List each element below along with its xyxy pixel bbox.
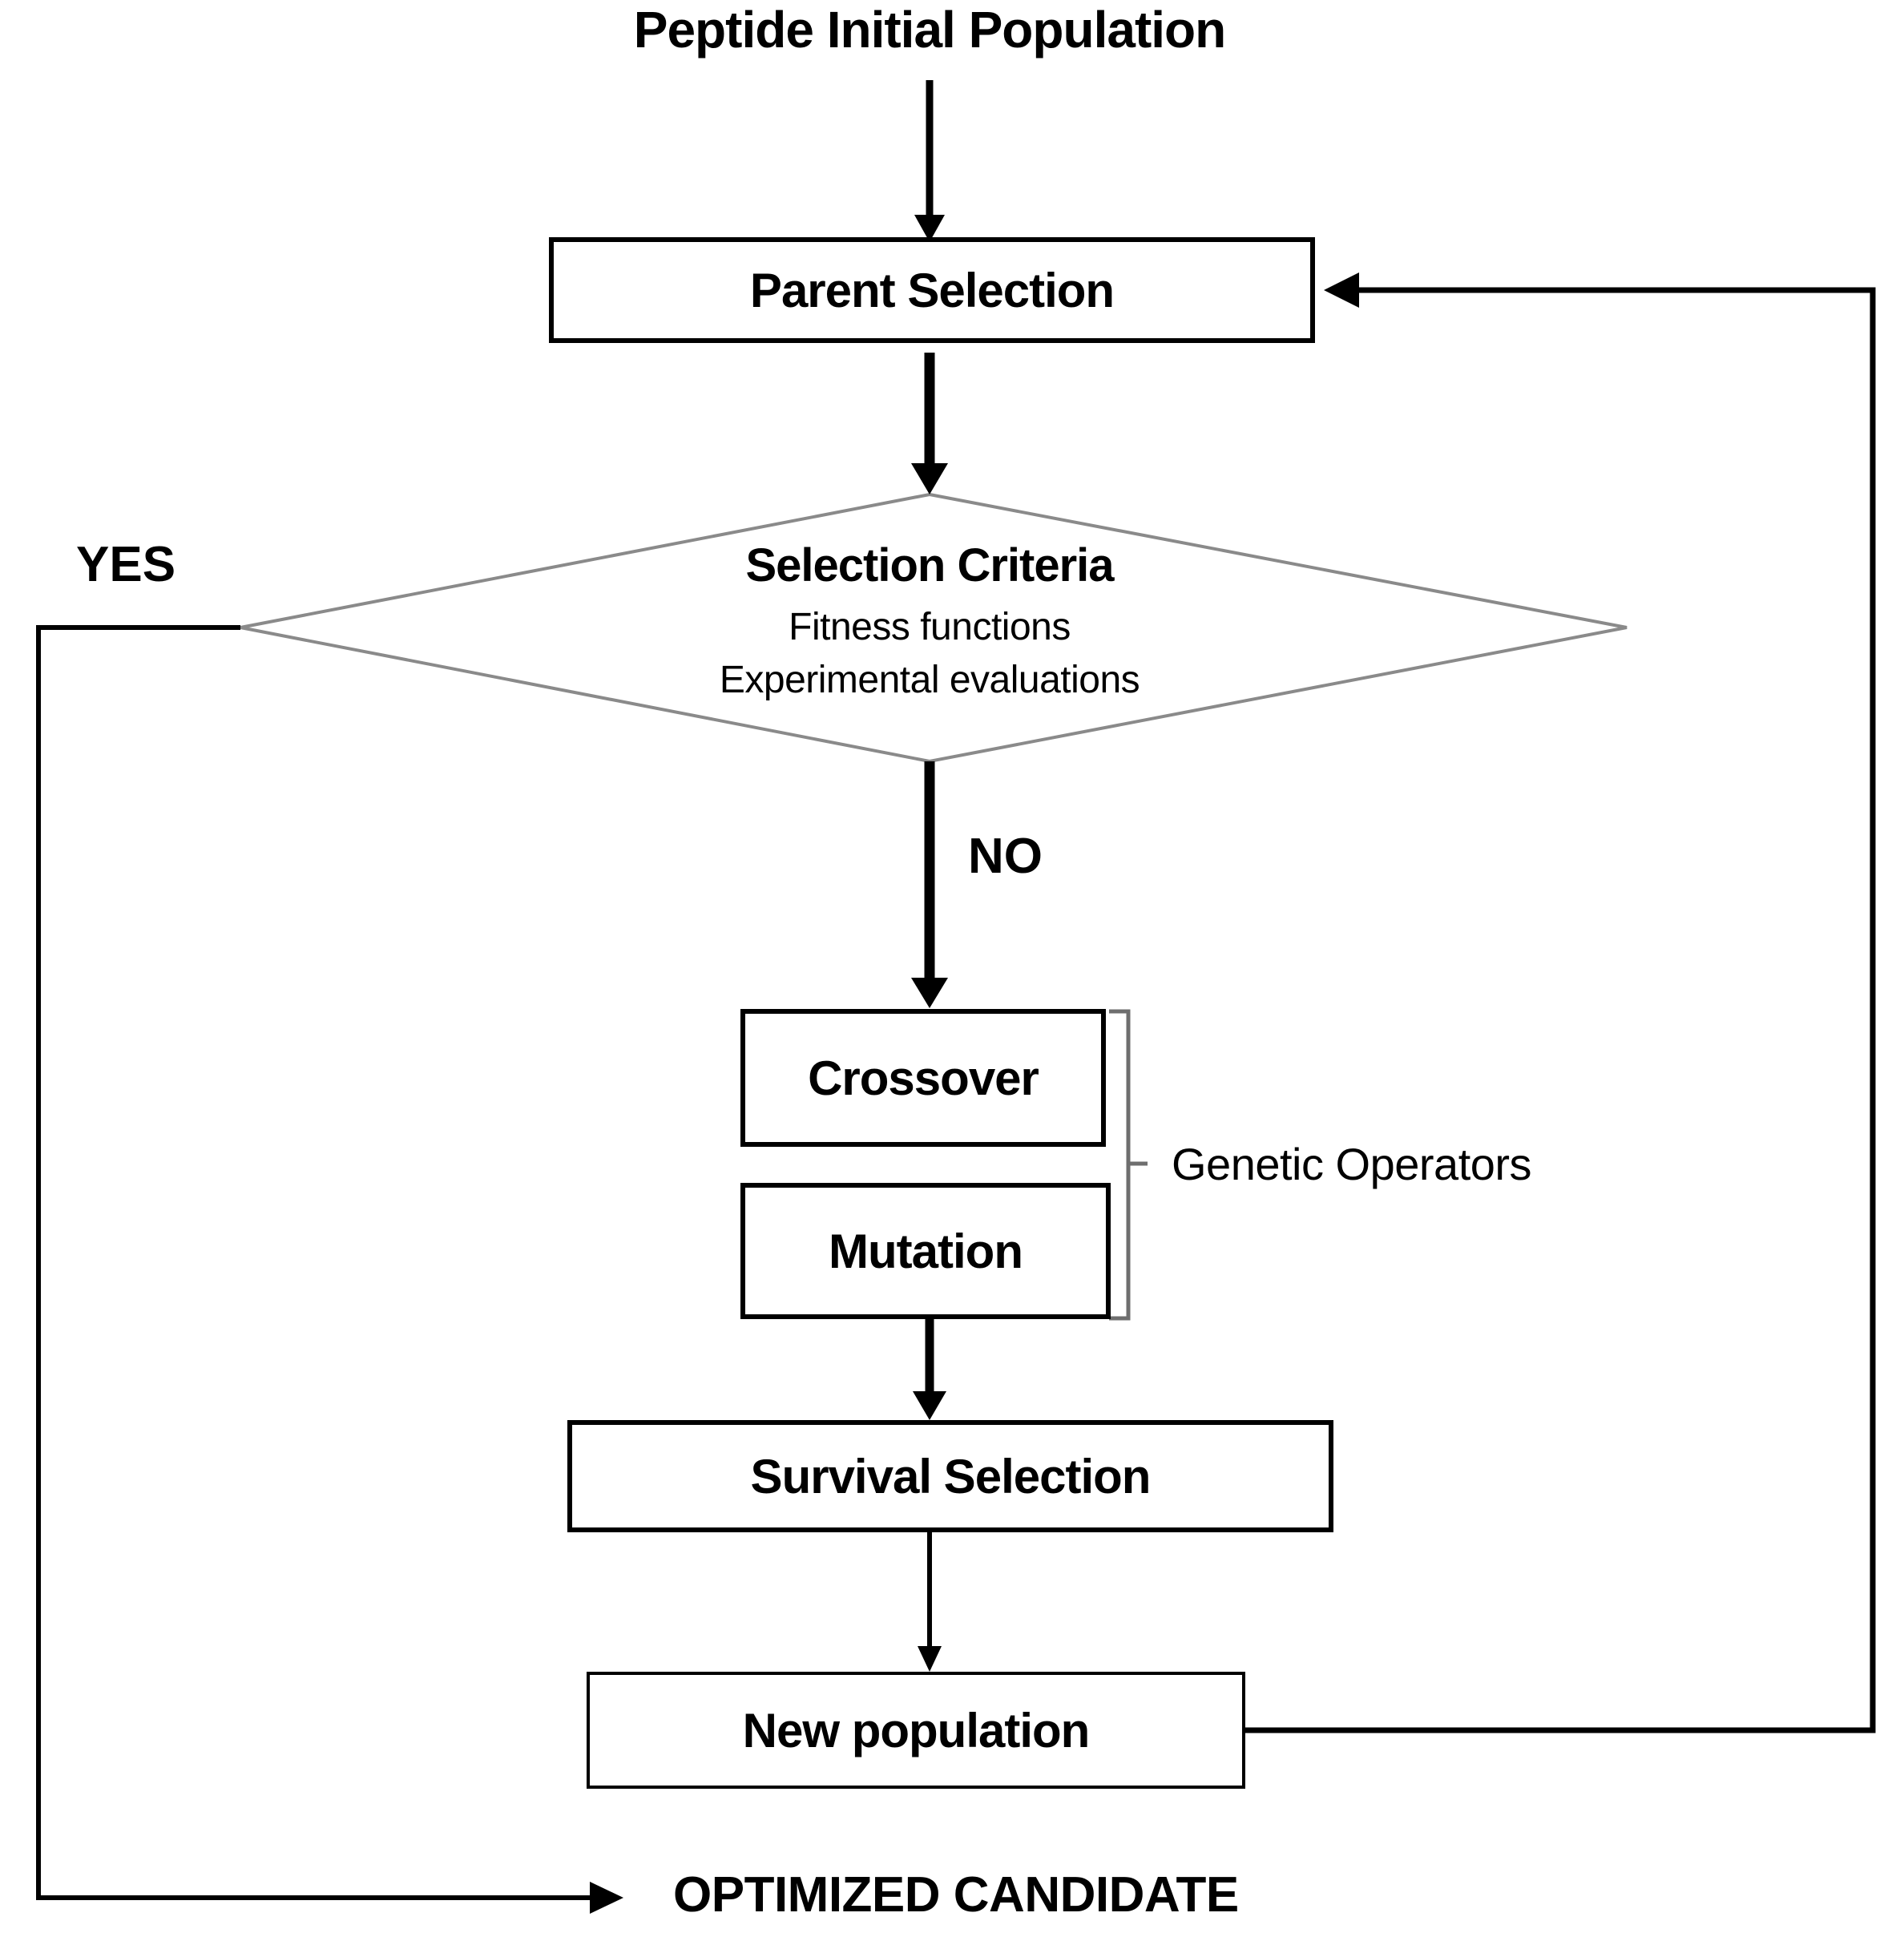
- arrow-initial-to-parent: [914, 80, 945, 242]
- decision-subtext-experimental: Experimental evaluations: [719, 659, 1140, 701]
- node-crossover-label: Crossover: [808, 1051, 1039, 1105]
- arrow-no-branch: [911, 761, 948, 1008]
- arrow-parent-to-decision: [911, 353, 948, 494]
- arrow-mutation-to-survival: [913, 1319, 946, 1420]
- feedback-loop-line: [1245, 272, 1876, 1733]
- node-mutation-label: Mutation: [829, 1224, 1023, 1278]
- node-mutation: Mutation: [740, 1183, 1111, 1319]
- diagram-title: Peptide Initial Population: [633, 1, 1226, 59]
- node-parent-selection-label: Parent Selection: [749, 263, 1115, 317]
- decision-diamond-label: Selection Criteria: [745, 539, 1114, 591]
- genetic-operators-annotation: Genetic Operators: [1172, 1139, 1532, 1189]
- node-survival-selection: Survival Selection: [567, 1420, 1333, 1532]
- arrow-survival-to-newpop: [918, 1532, 942, 1672]
- node-new-population-label: New population: [742, 1703, 1091, 1757]
- yes-branch-line: [36, 625, 623, 1914]
- decision-subtext-fitness: Fitness functions: [789, 606, 1071, 648]
- genetic-operators-bracket: [1109, 1009, 1148, 1321]
- optimized-candidate-label: OPTIMIZED CANDIDATE: [673, 1867, 1239, 1923]
- yes-branch-label: YES: [76, 537, 176, 592]
- node-new-population: New population: [587, 1672, 1245, 1789]
- no-branch-label: NO: [968, 829, 1043, 884]
- node-survival-selection-label: Survival Selection: [750, 1449, 1152, 1503]
- node-crossover: Crossover: [740, 1009, 1106, 1147]
- node-parent-selection: Parent Selection: [549, 237, 1315, 343]
